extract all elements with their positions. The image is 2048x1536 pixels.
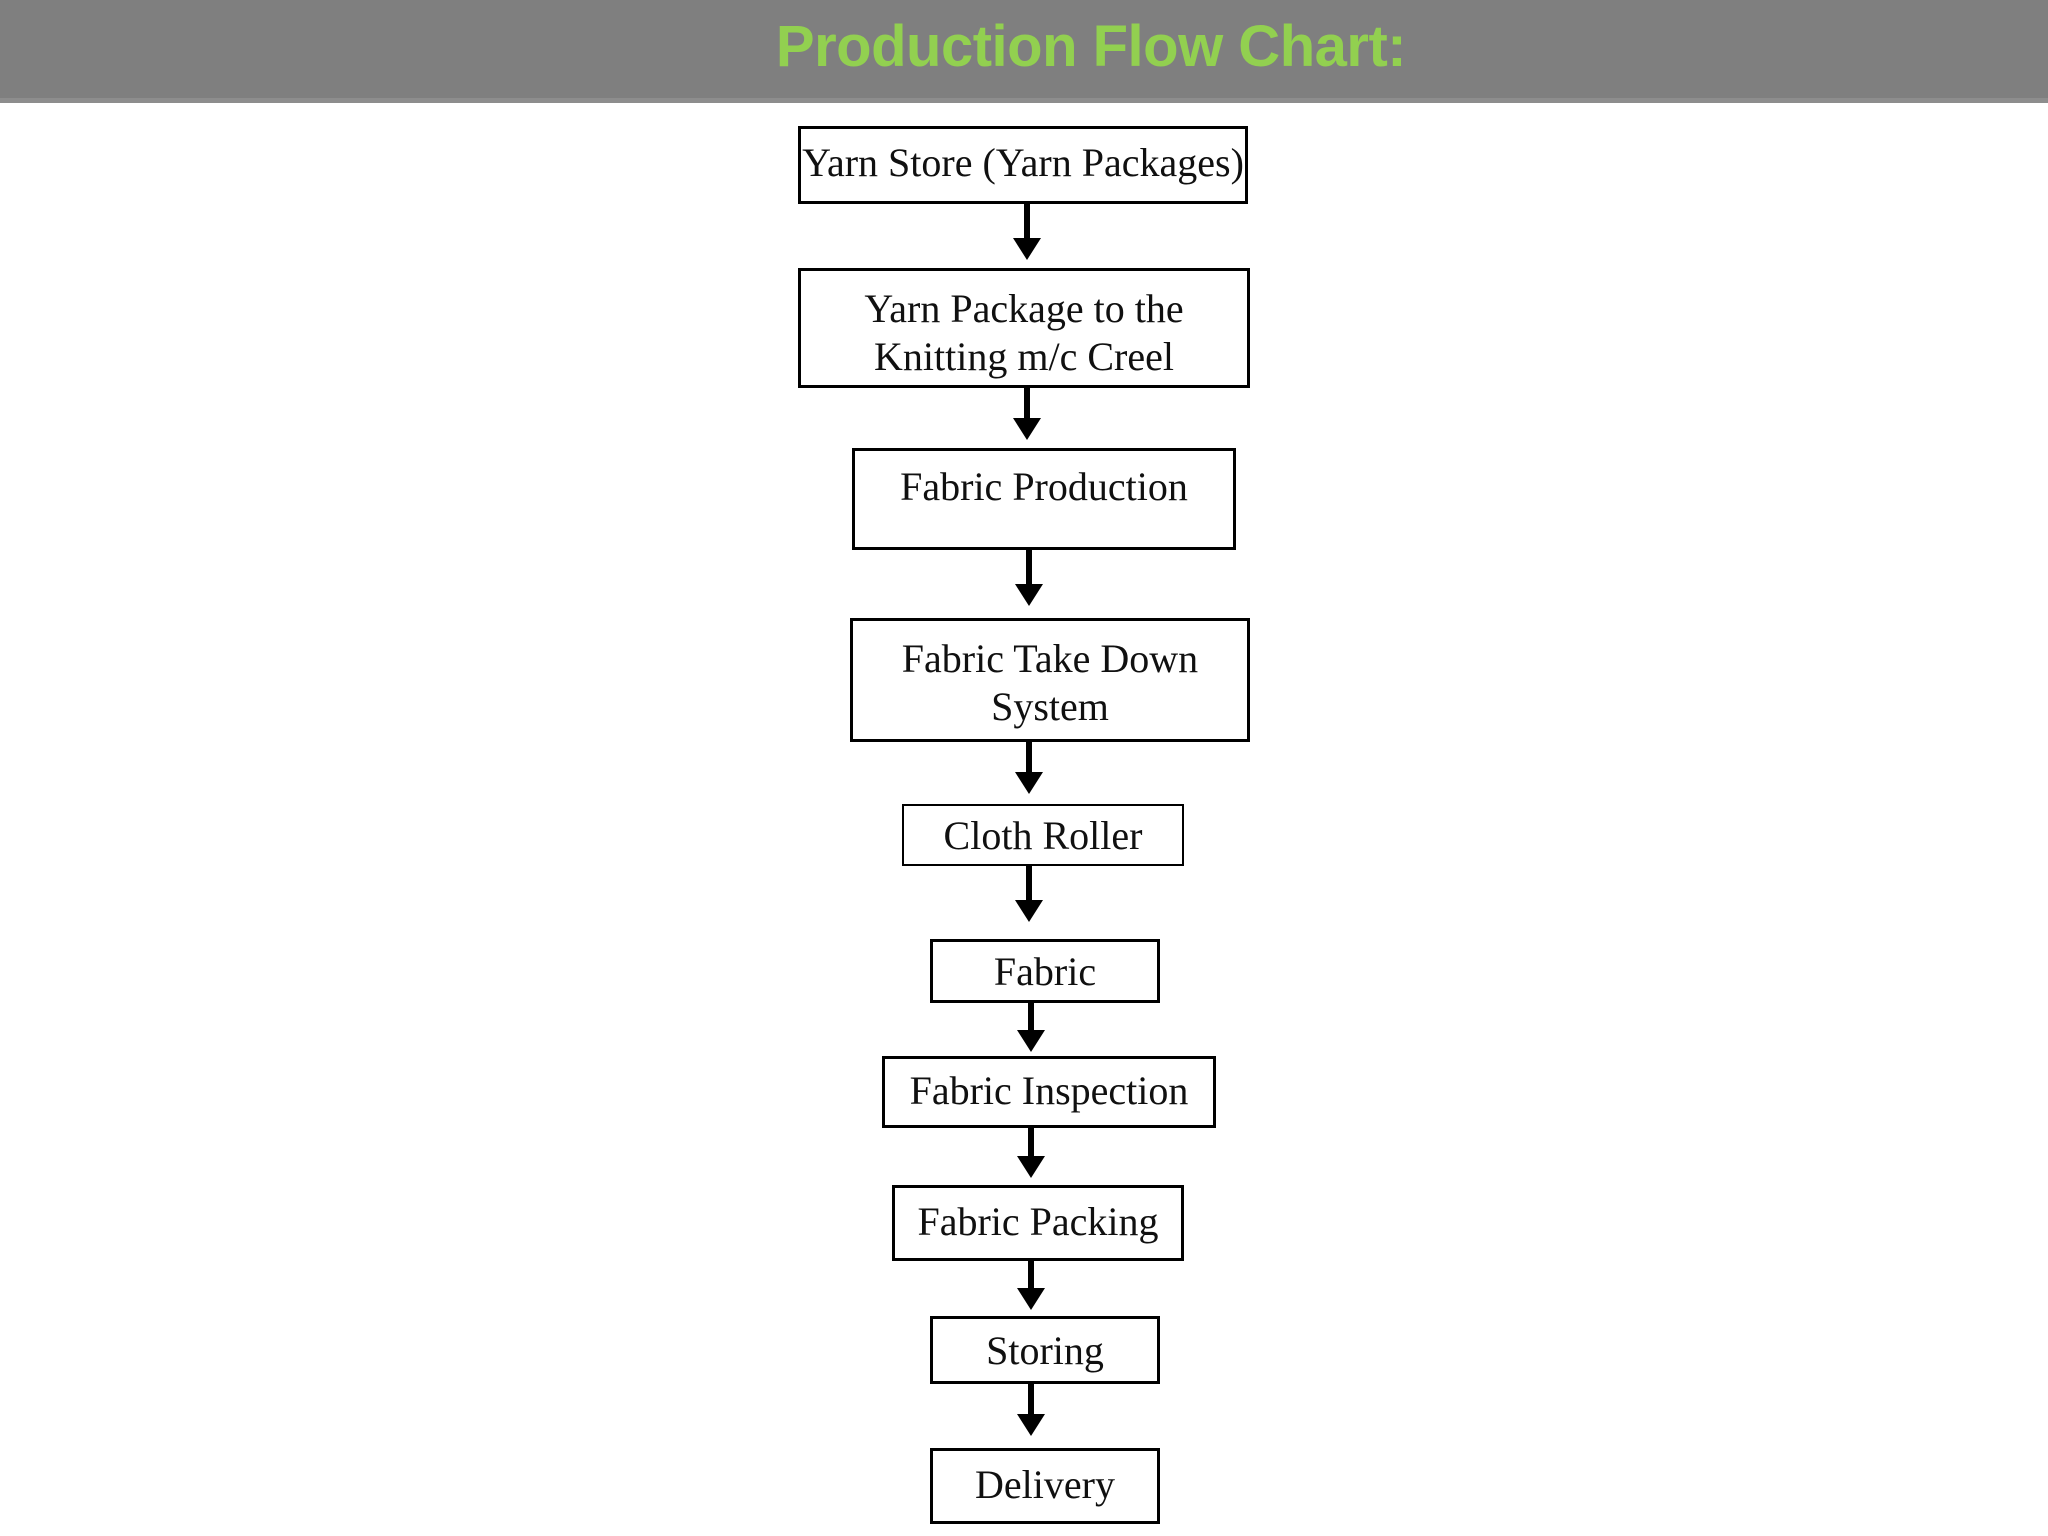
header-band bbox=[0, 0, 2048, 98]
flow-node-fabric-take-down[interactable]: Fabric Take Down System bbox=[850, 618, 1250, 742]
flow-connector-5 bbox=[1026, 866, 1032, 910]
flow-arrowhead-9 bbox=[1017, 1414, 1045, 1436]
flow-connector-1 bbox=[1024, 204, 1030, 246]
flow-arrowhead-3 bbox=[1015, 584, 1043, 606]
flow-node-delivery[interactable]: Delivery bbox=[930, 1448, 1160, 1524]
flow-node-fabric-inspection[interactable]: Fabric Inspection bbox=[882, 1056, 1216, 1128]
flow-arrowhead-4 bbox=[1015, 772, 1043, 794]
flow-connector-6 bbox=[1028, 1003, 1034, 1039]
flow-arrowhead-8 bbox=[1017, 1288, 1045, 1310]
flow-connector-7 bbox=[1028, 1128, 1034, 1166]
flow-arrowhead-7 bbox=[1017, 1156, 1045, 1178]
flow-arrowhead-5 bbox=[1015, 900, 1043, 922]
flow-node-fabric-production[interactable]: Fabric Production bbox=[852, 448, 1236, 550]
flow-node-fabric[interactable]: Fabric bbox=[930, 939, 1160, 1003]
flow-arrowhead-1 bbox=[1013, 238, 1041, 260]
flow-connector-3 bbox=[1026, 550, 1032, 592]
flow-connector-2 bbox=[1024, 388, 1030, 426]
flow-connector-4 bbox=[1026, 742, 1032, 780]
flow-node-storing[interactable]: Storing bbox=[930, 1316, 1160, 1384]
page-title: Production Flow Chart: bbox=[775, 14, 1407, 79]
flow-connector-9 bbox=[1028, 1384, 1034, 1424]
flow-arrowhead-6 bbox=[1017, 1030, 1045, 1052]
header-band-bottom-edge bbox=[0, 98, 2048, 103]
flow-connector-8 bbox=[1028, 1261, 1034, 1295]
flow-arrowhead-2 bbox=[1013, 418, 1041, 440]
flow-node-yarn-store[interactable]: Yarn Store (Yarn Packages) bbox=[798, 126, 1248, 204]
flow-node-yarn-package-creel[interactable]: Yarn Package to the Knitting m/c Creel bbox=[798, 268, 1250, 388]
flow-node-cloth-roller[interactable]: Cloth Roller bbox=[902, 804, 1184, 866]
flow-node-fabric-packing[interactable]: Fabric Packing bbox=[892, 1185, 1184, 1261]
